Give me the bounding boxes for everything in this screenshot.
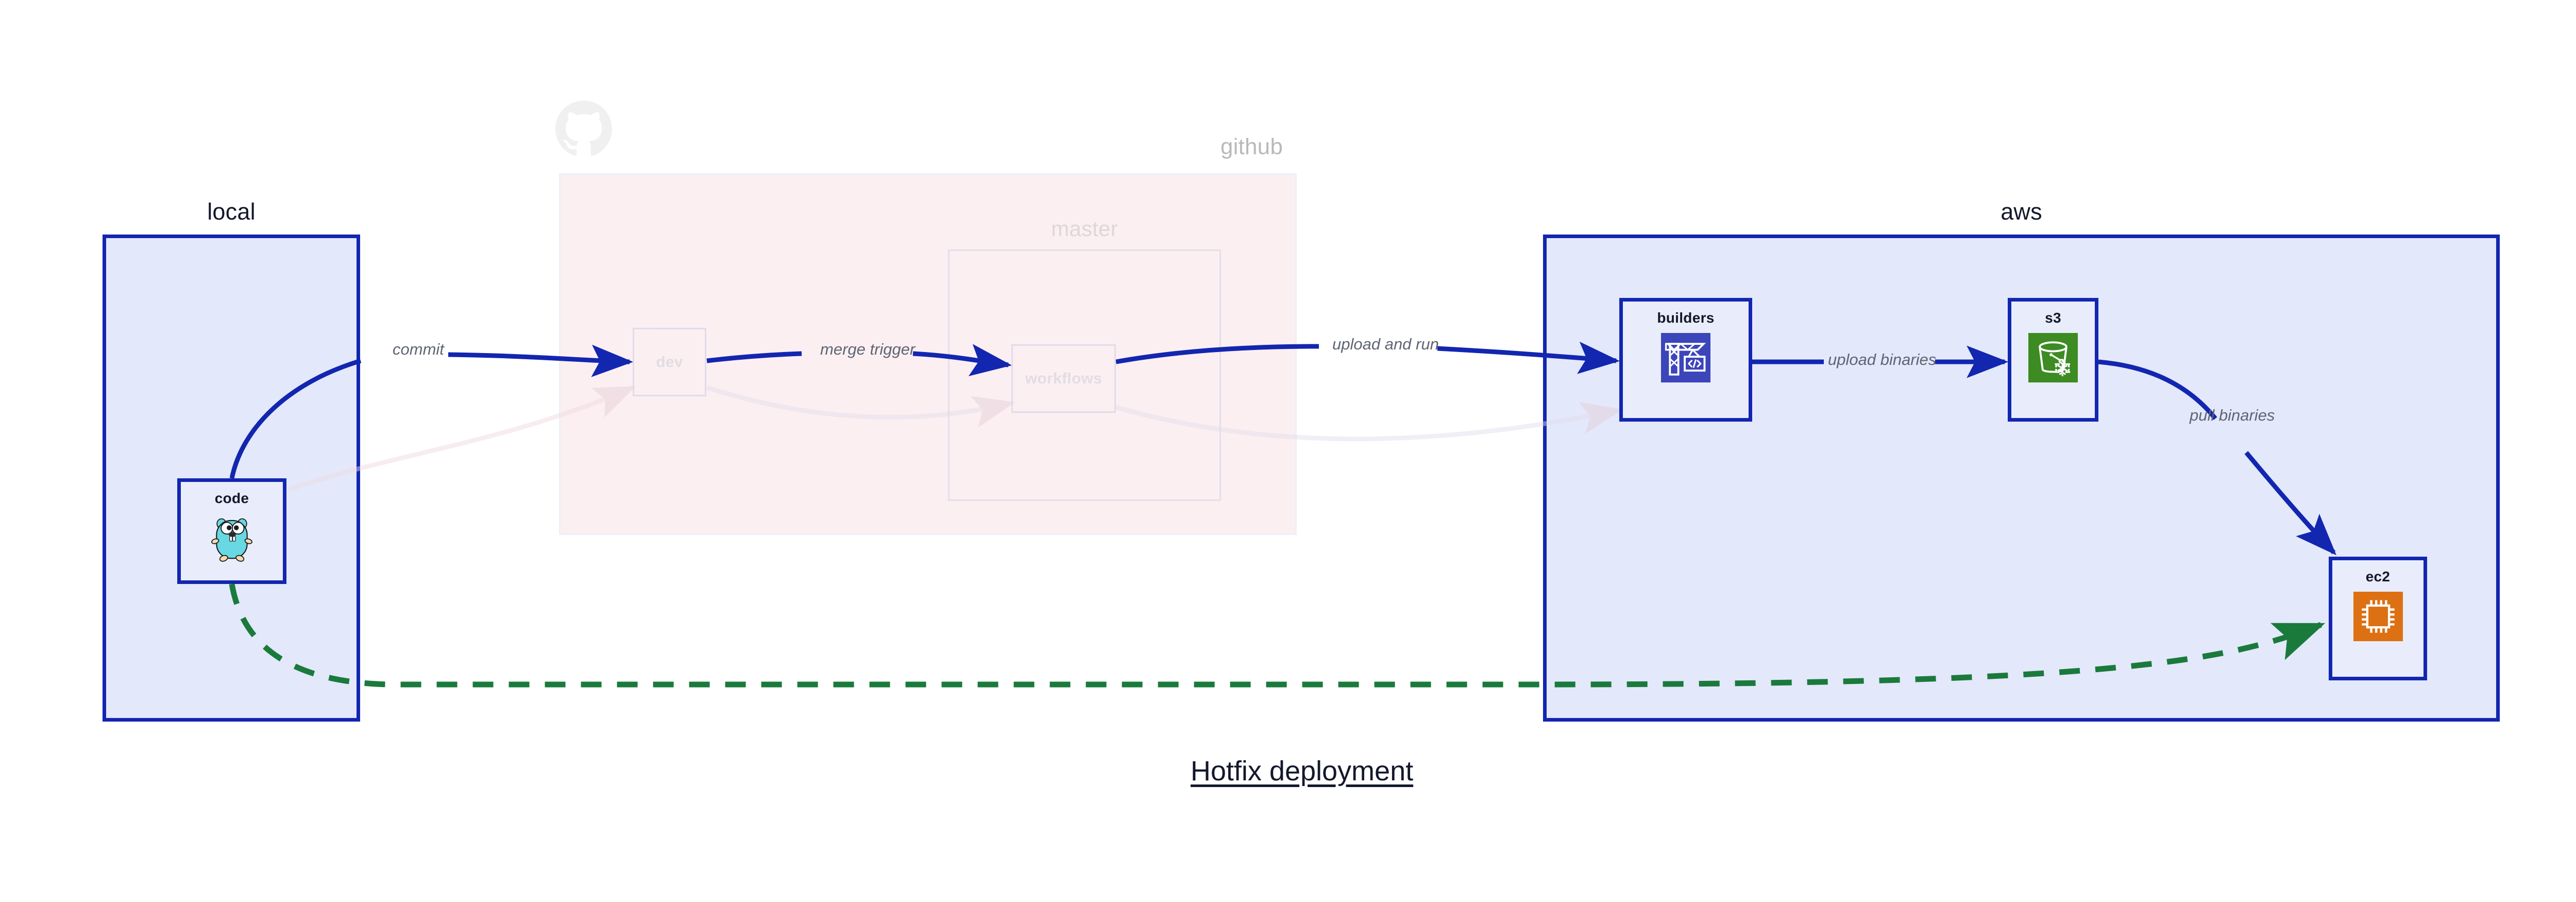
- node-dev-label: dev: [656, 353, 683, 371]
- node-ec2[interactable]: ec2: [2329, 557, 2427, 680]
- edge-label-merge-trigger: merge trigger: [820, 340, 916, 358]
- edge-label-upload-binaries: upload binaries: [1828, 350, 1937, 369]
- node-s3-label: s3: [2045, 310, 2061, 326]
- node-workflows-label: workflows: [1025, 370, 1103, 387]
- node-builders[interactable]: builders: [1619, 298, 1752, 422]
- cluster-master: [948, 249, 1221, 501]
- node-workflows[interactable]: workflows: [1011, 344, 1116, 413]
- edge-label-commit: commit: [393, 340, 444, 358]
- github-octocat-icon: [555, 101, 612, 157]
- node-code-label: code: [214, 490, 249, 506]
- cluster-title-github: github: [1220, 134, 1283, 159]
- aws-ec2-icon: [2353, 592, 2403, 641]
- go-gopher-icon: [211, 518, 252, 562]
- node-code[interactable]: code: [177, 478, 286, 584]
- aws-codebuild-icon: [1661, 333, 1710, 382]
- diagram-title: Hotfix deployment: [1190, 756, 1414, 787]
- edge-label-pull-binaries: pull binaries: [2190, 406, 2275, 424]
- node-dev[interactable]: dev: [633, 328, 706, 396]
- cluster-title-master: master: [1051, 216, 1118, 241]
- edge-label-upload-and-run: upload and run: [1332, 335, 1439, 353]
- cluster-title-aws: aws: [2001, 198, 2042, 225]
- cluster-title-local: local: [207, 198, 256, 225]
- aws-s3-glacier-icon: [2028, 333, 2078, 382]
- node-builders-label: builders: [1657, 310, 1715, 326]
- node-ec2-label: ec2: [2365, 569, 2391, 584]
- node-s3[interactable]: s3: [2008, 298, 2098, 422]
